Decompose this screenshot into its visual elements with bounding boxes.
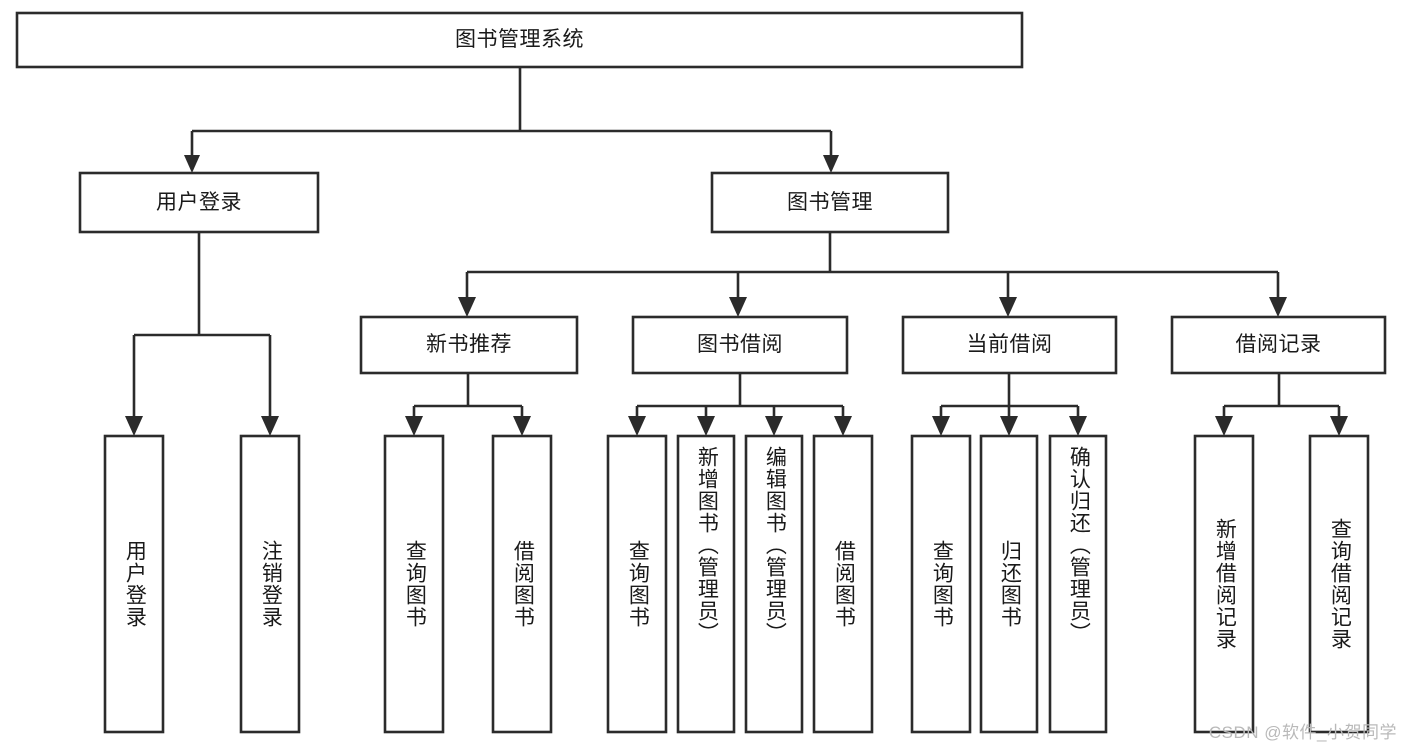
- node-box-leaf-add-book[interactable]: [676, 434, 736, 734]
- arrowhead-leaf-logout: [261, 416, 279, 436]
- arrowhead-leaf-return-book: [1000, 416, 1018, 436]
- arrowhead-new-book-recommend: [458, 297, 476, 317]
- node-box-leaf-confirm-return[interactable]: [1048, 434, 1108, 734]
- node-box-leaf-logout[interactable]: [239, 434, 301, 734]
- node-box-root[interactable]: [15, 11, 1024, 69]
- node-box-current-borrow[interactable]: [901, 315, 1118, 375]
- arrowhead-book-management: [823, 155, 839, 173]
- node-box-leaf-query-book-3[interactable]: [910, 434, 972, 734]
- arrowhead-book-borrow: [729, 297, 747, 317]
- arrowhead-leaf-edit-book: [765, 416, 783, 436]
- node-box-leaf-query-book-1[interactable]: [383, 434, 445, 734]
- arrowhead-leaf-add-record: [1215, 416, 1233, 436]
- arrowhead-leaf-confirm-return: [1069, 416, 1087, 436]
- node-box-leaf-user-login[interactable]: [103, 434, 165, 734]
- arrowhead-borrow-record: [1269, 297, 1287, 317]
- node-box-borrow-record[interactable]: [1170, 315, 1387, 375]
- arrowhead-leaf-borrow-book-2: [834, 416, 852, 436]
- node-box-new-book-recommend[interactable]: [359, 315, 579, 375]
- node-box-leaf-return-book[interactable]: [979, 434, 1039, 734]
- node-box-leaf-borrow-book-1[interactable]: [491, 434, 553, 734]
- node-box-book-management[interactable]: [710, 171, 950, 234]
- arrowhead-leaf-query-book-1: [405, 416, 423, 436]
- arrowhead-leaf-add-book: [697, 416, 715, 436]
- node-box-leaf-borrow-book-2[interactable]: [812, 434, 874, 734]
- arrowhead-leaf-query-book-3: [932, 416, 950, 436]
- node-box-book-borrow[interactable]: [631, 315, 849, 375]
- node-box-leaf-query-book-2[interactable]: [606, 434, 668, 734]
- node-box-user-login[interactable]: [78, 171, 320, 234]
- arrowhead-leaf-query-record: [1330, 416, 1348, 436]
- node-box-leaf-query-record[interactable]: [1308, 434, 1370, 734]
- arrowhead-current-borrow: [999, 297, 1017, 317]
- arrowhead-leaf-query-book-2: [628, 416, 646, 436]
- arrowhead-user-login: [184, 155, 200, 173]
- arrowhead-leaf-borrow-book-1: [513, 416, 531, 436]
- node-box-leaf-add-record[interactable]: [1193, 434, 1255, 734]
- arrowhead-leaf-user-login: [125, 416, 143, 436]
- node-box-leaf-edit-book[interactable]: [744, 434, 804, 734]
